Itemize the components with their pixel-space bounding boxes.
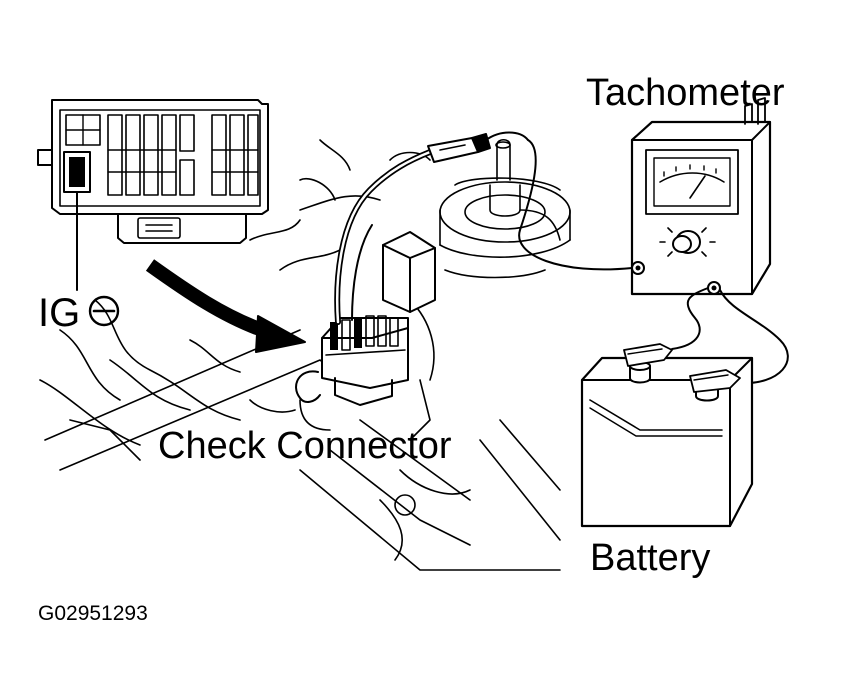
tachometer	[630, 97, 772, 296]
battery	[580, 343, 754, 528]
check-connector	[295, 231, 436, 406]
figure-code: G02951293	[38, 602, 148, 625]
test-lead	[334, 131, 529, 325]
battery-label: Battery	[590, 537, 710, 579]
engine-bay-background	[39, 138, 571, 571]
ig-label: IG	[38, 291, 80, 335]
tachometer-label: Tachometer	[586, 72, 785, 114]
check-connector-label: Check Connector	[158, 425, 452, 467]
tach-signal-wire	[518, 139, 633, 271]
curved-arrow-icon	[145, 259, 306, 353]
junction-block	[37, 99, 269, 244]
battery-leads	[671, 287, 789, 385]
ground-minus-icon	[88, 295, 120, 327]
